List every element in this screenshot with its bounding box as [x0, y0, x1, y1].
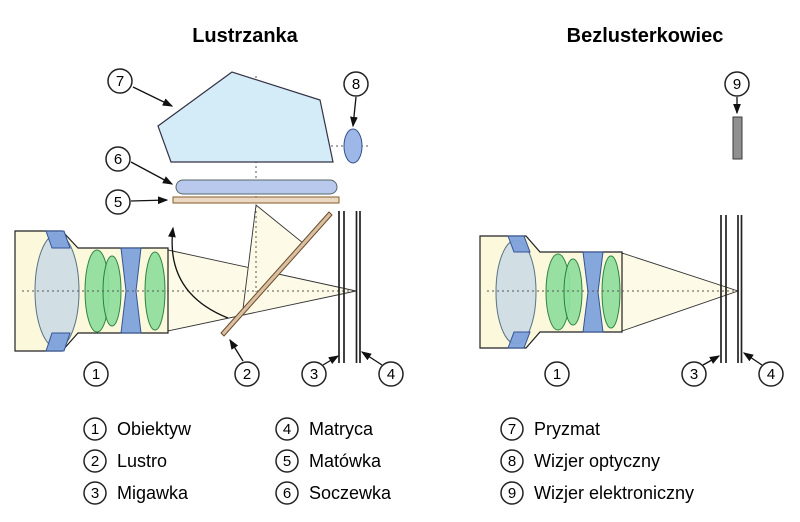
legend-label-4: Matryca	[309, 419, 374, 439]
legend-label-3: Migawka	[117, 483, 189, 503]
arrow-7	[132, 86, 174, 107]
marker-5: 5	[105, 189, 131, 215]
svg-text:3: 3	[310, 366, 318, 383]
svg-text:9: 9	[733, 76, 741, 93]
reflex-mirror	[220, 211, 333, 337]
marker-8: 8	[343, 71, 369, 97]
blue-rim-bottom-right	[507, 331, 531, 349]
marker-4-right: 4	[758, 361, 784, 387]
shutter-left	[338, 211, 345, 363]
marker-9: 9	[724, 71, 750, 97]
marker-4-left: 4	[378, 361, 404, 387]
arrow-4-right	[742, 352, 763, 366]
electronic-viewfinder	[732, 116, 743, 160]
green-lens-3-right	[601, 255, 621, 329]
svg-text:4: 4	[283, 421, 291, 438]
arrow-8	[350, 96, 358, 128]
svg-text:7: 7	[508, 421, 516, 438]
arrow-3-right	[702, 355, 721, 366]
legend-item-3: 3 Migawka	[83, 481, 189, 505]
marker-3-right: 3	[681, 361, 707, 387]
marker-6: 6	[105, 146, 131, 172]
legend-item-8: 8 Wizjer optyczny	[500, 449, 660, 473]
pentaprism	[157, 71, 334, 163]
legend: 1 Obiektyw 2 Lustro 3 Migawka 4 Matryca …	[83, 417, 694, 505]
legend-item-1: 1 Obiektyw	[83, 417, 192, 441]
title-dslr: Lustrzanka	[192, 25, 298, 47]
svg-text:4: 4	[387, 366, 395, 383]
eyepiece-lens	[343, 128, 363, 164]
svg-text:1: 1	[92, 366, 100, 383]
svg-text:5: 5	[114, 194, 122, 211]
legend-label-5: Matówka	[309, 451, 382, 471]
green-lens-2-right	[563, 258, 583, 326]
legend-item-9: 9 Wizjer elektroniczny	[500, 481, 694, 505]
svg-text:9: 9	[508, 485, 516, 502]
marker-1-right: 1	[544, 361, 570, 387]
svg-text:7: 7	[116, 73, 124, 90]
legend-label-8: Wizjer optyczny	[534, 451, 660, 471]
arrow-3-left	[322, 355, 340, 366]
svg-text:8: 8	[508, 453, 516, 470]
sensor-left	[355, 211, 361, 363]
svg-text:4: 4	[767, 366, 775, 383]
arrow-4-left	[360, 351, 383, 366]
marker-7: 7	[107, 68, 133, 94]
blue-rim-bottom-left	[45, 332, 71, 352]
blue-rim-top-left	[45, 230, 71, 249]
blue-lens-right	[582, 251, 604, 333]
legend-item-5: 5 Matówka	[275, 449, 382, 473]
legend-item-7: 7 Pryzmat	[500, 417, 600, 441]
arrow-2	[229, 338, 244, 362]
arrow-5	[130, 196, 169, 205]
svg-text:2: 2	[91, 453, 99, 470]
legend-label-7: Pryzmat	[534, 419, 600, 439]
condenser-lens	[175, 179, 338, 195]
mirror-swing-arrow	[168, 226, 229, 319]
svg-text:3: 3	[690, 366, 698, 383]
focusing-screen	[172, 196, 340, 204]
blue-lens-left	[120, 247, 142, 334]
arrow-6	[130, 161, 174, 185]
svg-text:6: 6	[114, 151, 122, 168]
svg-text:2: 2	[243, 366, 251, 383]
svg-text:5: 5	[283, 453, 291, 470]
shutter-right	[720, 215, 727, 363]
svg-text:3: 3	[91, 485, 99, 502]
marker-1-left: 1	[83, 361, 109, 387]
svg-text:1: 1	[553, 366, 561, 383]
legend-item-6: 6 Soczewka	[275, 481, 392, 505]
legend-item-2: 2 Lustro	[83, 449, 167, 473]
blue-rim-top-right	[507, 235, 531, 253]
sensor-right	[737, 215, 743, 363]
svg-text:6: 6	[283, 485, 291, 502]
svg-text:1: 1	[91, 421, 99, 438]
svg-text:8: 8	[352, 76, 360, 93]
legend-label-2: Lustro	[117, 451, 167, 471]
marker-2: 2	[234, 361, 260, 387]
legend-label-9: Wizjer elektroniczny	[534, 483, 694, 503]
legend-label-1: Obiektyw	[117, 419, 192, 439]
dslr-diagram: 7 8 6 5 1 2 3 4	[14, 68, 404, 387]
legend-label-6: Soczewka	[309, 483, 392, 503]
mirrorless-diagram: 9 1 3 4	[479, 71, 784, 387]
marker-3-left: 3	[301, 361, 327, 387]
title-mirrorless: Bezlusterkowiec	[567, 25, 724, 47]
legend-item-4: 4 Matryca	[275, 417, 374, 441]
green-lens-3-left	[144, 251, 166, 331]
front-element-right	[495, 239, 537, 345]
